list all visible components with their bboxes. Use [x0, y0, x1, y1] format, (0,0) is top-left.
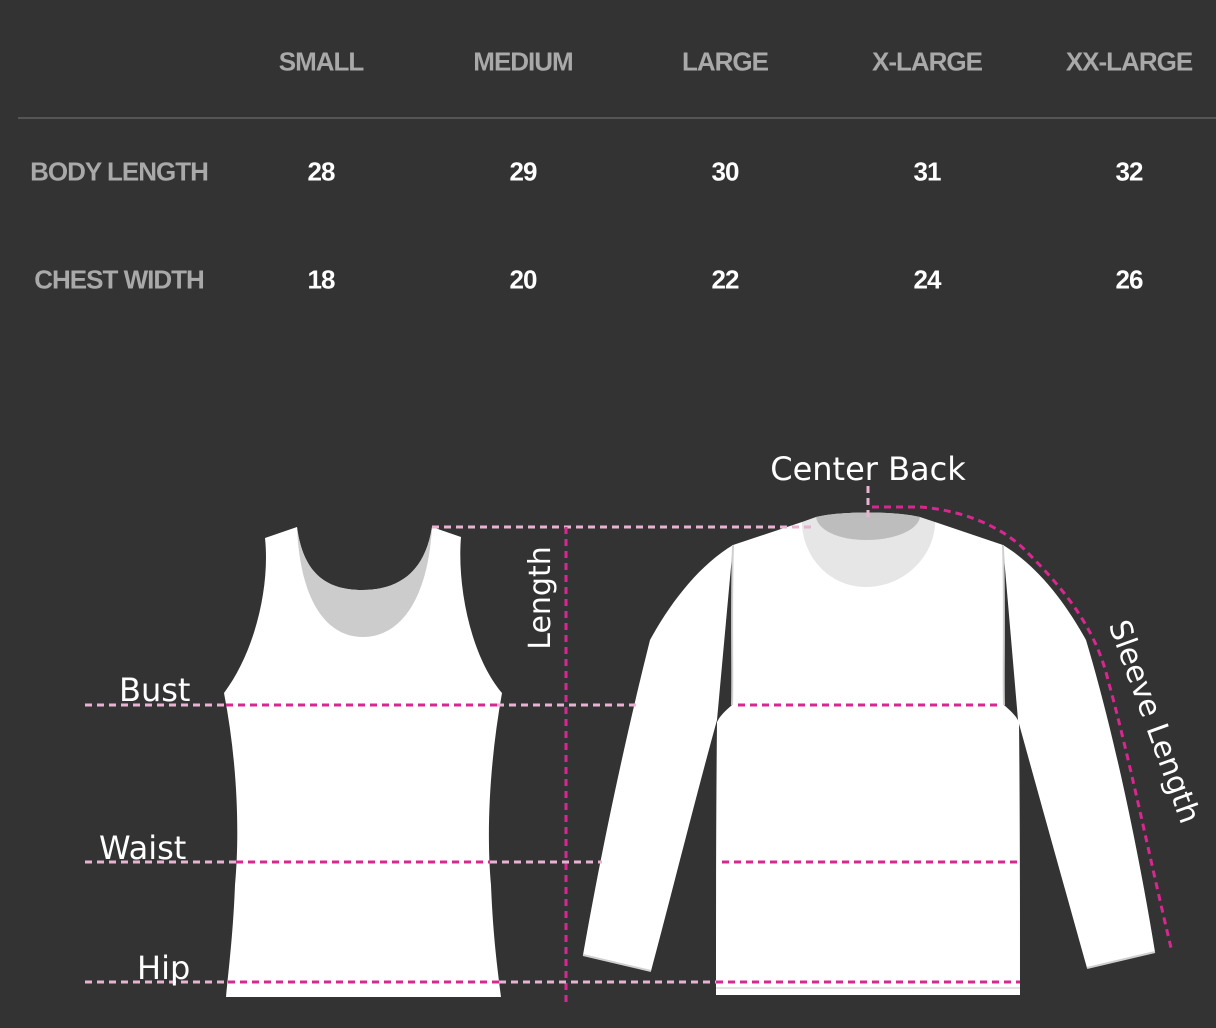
size-header-large: LARGE [682, 46, 769, 77]
shirt-body [716, 522, 1020, 995]
bust-label: Bust [119, 671, 190, 709]
sleeve-length-line [872, 505, 1174, 953]
shirt-inner-neck [816, 512, 920, 540]
long-sleeve-shirt-illustration [582, 512, 1156, 995]
left-sleeve [583, 545, 733, 971]
table-header-divider [18, 117, 1216, 119]
tank-top-body [224, 527, 502, 997]
chest-width-large: 22 [711, 264, 740, 295]
hip-label: Hip [137, 949, 190, 987]
size-chart-table: SMALL MEDIUM LARGE X-LARGE XX-LARGE BODY… [0, 0, 1216, 330]
waist-label: Waist [99, 829, 186, 867]
chest-width-xx-large: 26 [1115, 264, 1144, 295]
body-length-x-large: 31 [913, 156, 942, 187]
size-header-medium: MEDIUM [473, 46, 573, 77]
body-length-medium: 29 [509, 156, 538, 187]
measurement-lines [85, 486, 1174, 1005]
body-length-large: 30 [711, 156, 740, 187]
size-header-xx-large: XX-LARGE [1065, 46, 1193, 77]
size-header-small: SMALL [278, 46, 365, 77]
row-label-body-length: BODY LENGTH [30, 156, 209, 187]
body-length-small: 28 [307, 156, 336, 187]
body-length-xx-large: 32 [1115, 156, 1144, 187]
right-sleeve [1003, 545, 1155, 968]
length-label: Length [523, 546, 558, 649]
row-label-chest-width: CHEST WIDTH [34, 264, 205, 295]
tank-top-illustration [224, 527, 502, 997]
tank-top-neckline [297, 527, 432, 637]
chest-width-medium: 20 [509, 264, 538, 295]
chest-width-x-large: 24 [913, 264, 942, 295]
size-header-x-large: X-LARGE [872, 46, 983, 77]
center-back-label: Center Back [770, 450, 966, 488]
chest-width-small: 18 [307, 264, 336, 295]
